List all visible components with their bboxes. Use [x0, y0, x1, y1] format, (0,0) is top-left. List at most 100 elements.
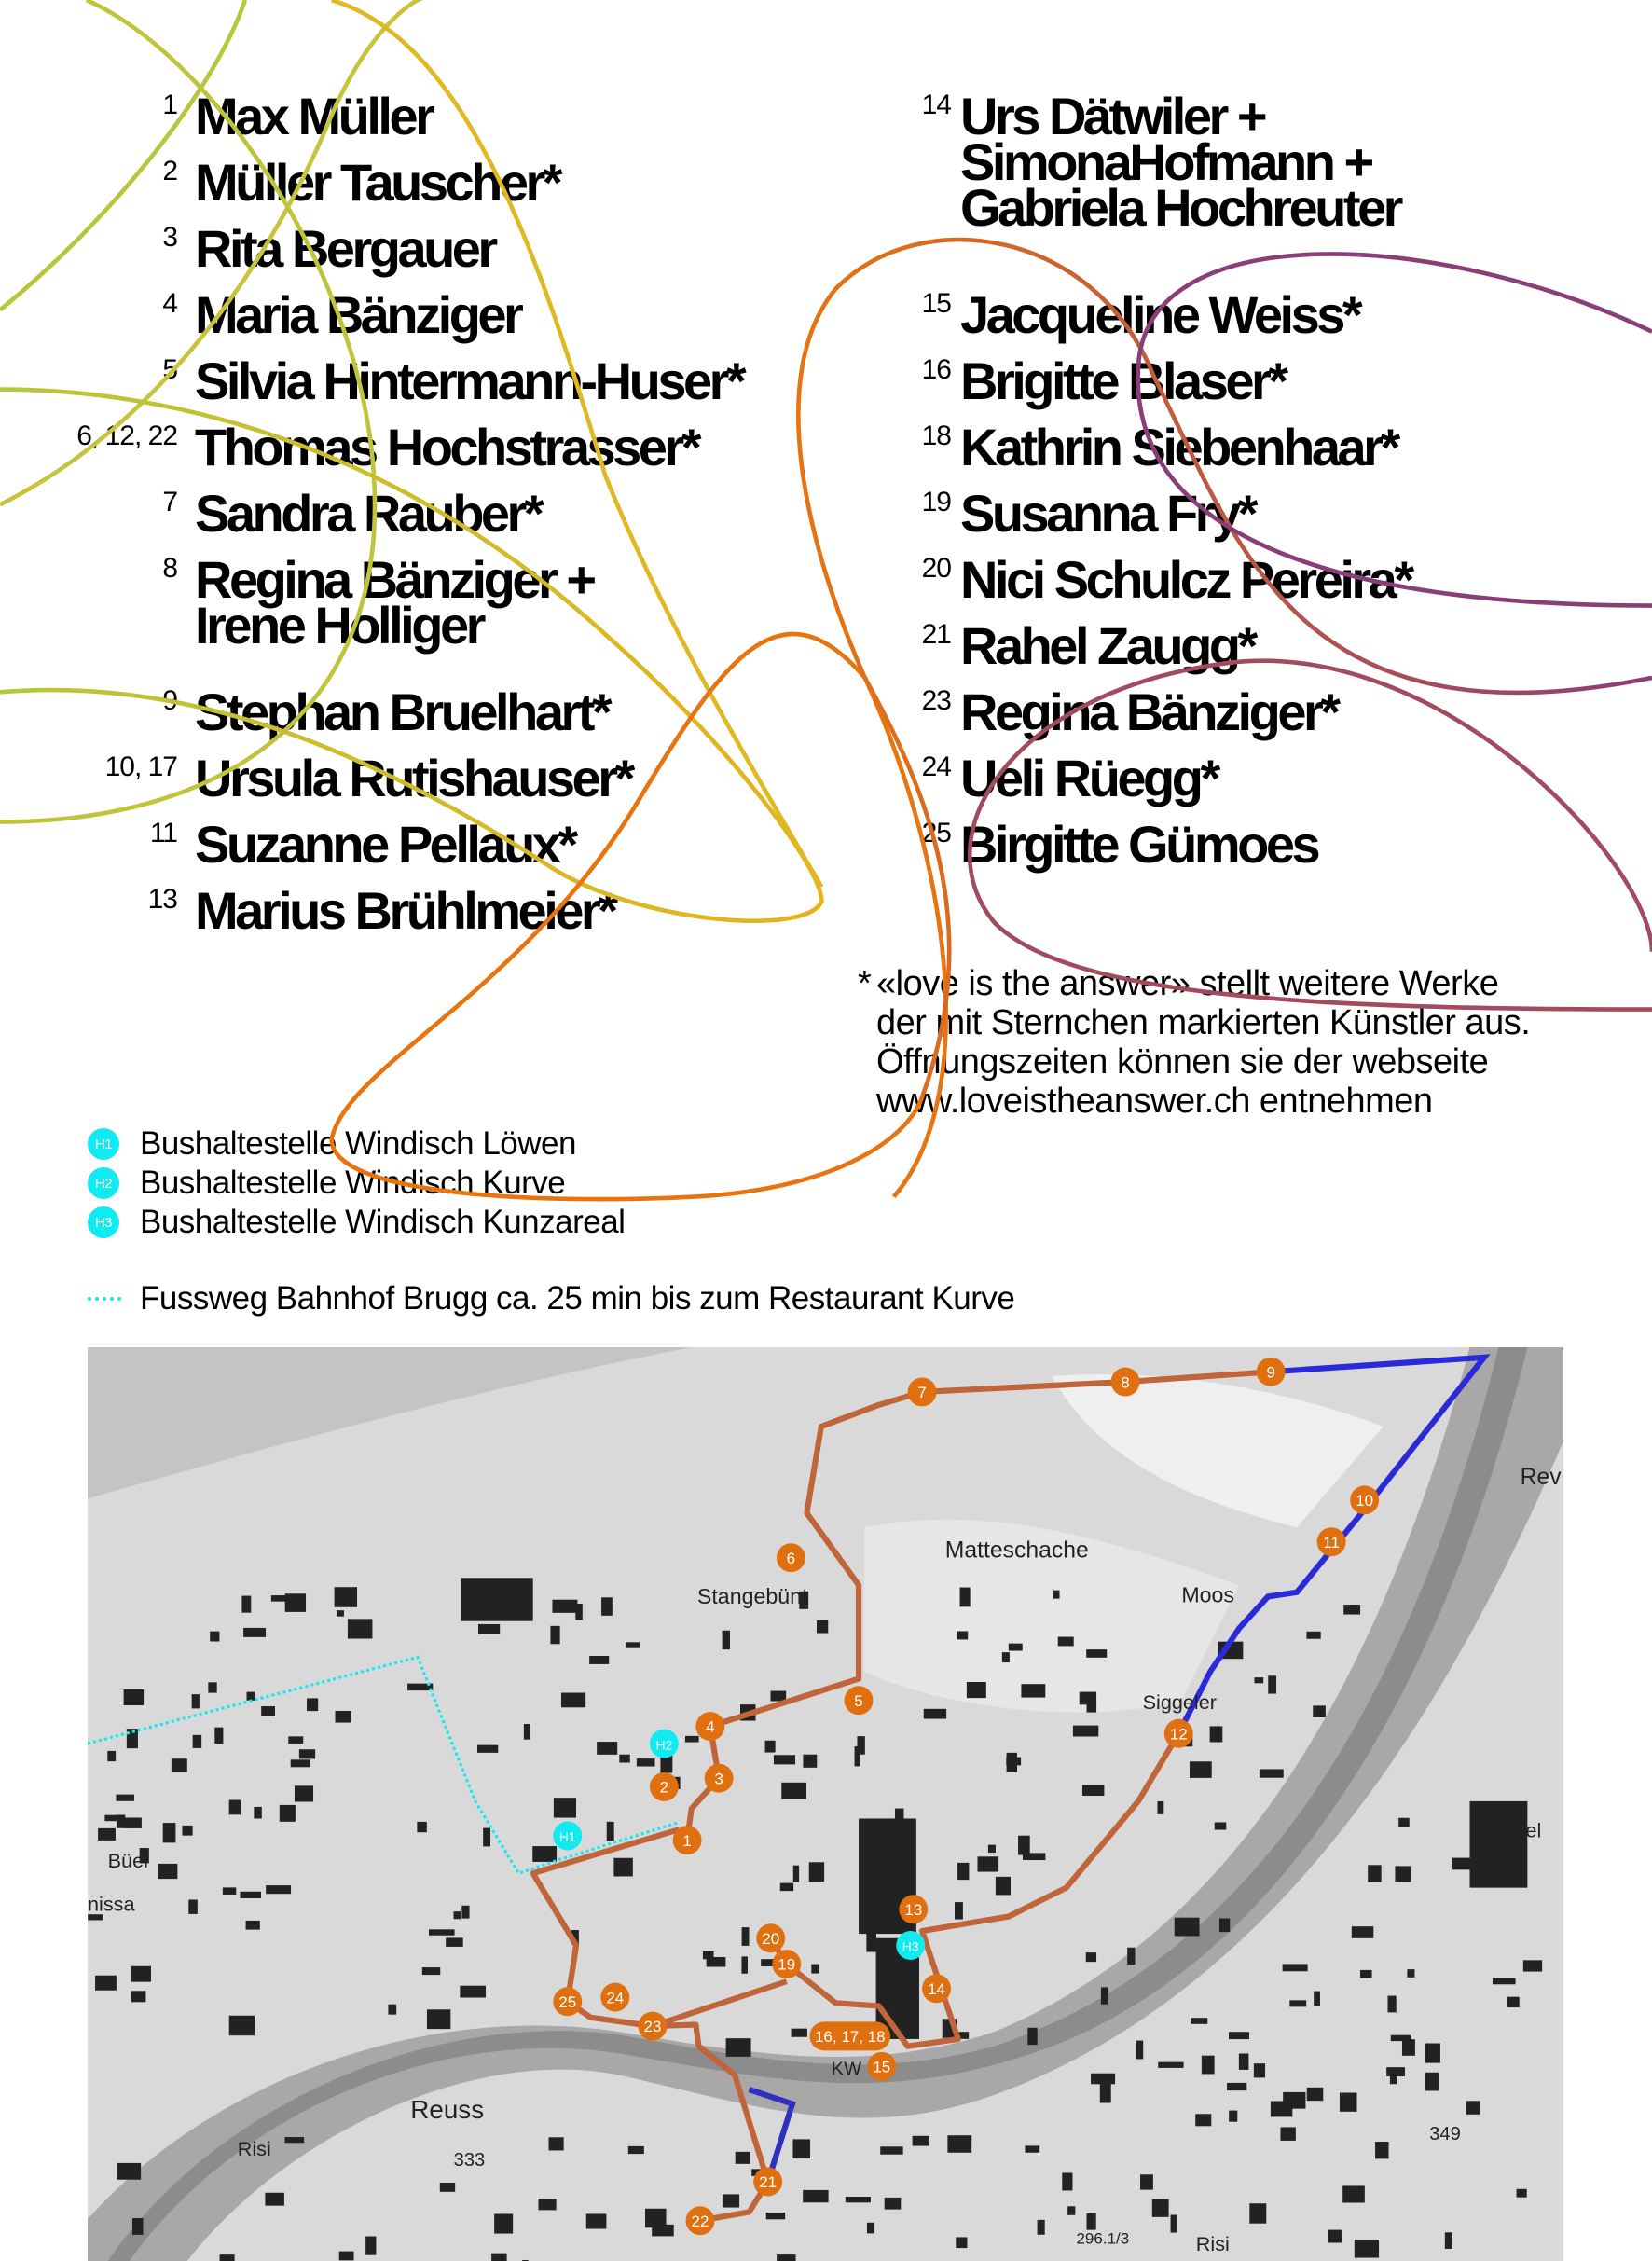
map-place-label: 296.1/3	[1076, 2229, 1129, 2247]
artist-name: Müller Tauscher*	[195, 153, 563, 212]
marker-label: 3	[714, 1770, 723, 1787]
marker-label: 8	[1121, 1373, 1129, 1391]
map-marker-4[interactable]: 4	[695, 1712, 725, 1741]
marker-label: 4	[706, 1718, 714, 1736]
map-marker-18[interactable]: 20	[756, 1923, 786, 1953]
bus-stop-icon: H1	[88, 1128, 119, 1160]
map-marker-9[interactable]: 9	[1256, 1357, 1286, 1386]
legend-label: Fussweg Bahnhof Brugg ca. 25 min bis zum…	[140, 1280, 1015, 1317]
artist-number: 1	[162, 90, 178, 120]
artist-number: 5	[162, 354, 178, 385]
legend-label: Bushaltestelle Windisch Kurve	[140, 1165, 566, 1201]
artist-number: 24	[921, 751, 952, 782]
artist-name: Susanna Fry*	[960, 484, 1258, 543]
artist-name: Jacqueline Weiss*	[960, 285, 1363, 344]
marker-label: 25	[558, 1993, 576, 2011]
marker-label: 15	[873, 2059, 890, 2076]
map-marker-10[interactable]: 10	[1350, 1485, 1380, 1515]
map-marker-7[interactable]: 7	[907, 1377, 937, 1407]
map-marker-20[interactable]: 22	[685, 2206, 715, 2236]
bus-stop-label: H1	[559, 1829, 576, 1844]
map-marker-13[interactable]: 13	[899, 1895, 929, 1924]
footnote-line: Öffnungszeiten können sie der webseite	[876, 1042, 1489, 1082]
map-place-label: KW	[832, 2060, 861, 2080]
bus-stop-icon: H2	[88, 1167, 119, 1199]
bus-stop-icon: H3	[88, 1206, 119, 1238]
map-marker-15[interactable]: 15	[867, 2051, 897, 2081]
bus-stop-h3[interactable]: H3	[896, 1931, 926, 1960]
map-marker-12[interactable]: 12	[1163, 1718, 1193, 1748]
artist-name: Silvia Hintermann-Huser*	[195, 352, 747, 410]
map-place-label: Reuss	[410, 2095, 484, 2124]
map-marker-21[interactable]: 23	[638, 2011, 668, 2041]
artist-name: Marius Brühlmeier*	[195, 881, 618, 940]
marker-label: 6	[787, 1550, 795, 1567]
artist-number: 15	[921, 288, 952, 319]
map-marker-16[interactable]: 16, 17, 18	[809, 2021, 891, 2051]
artist-name: Birgitte Gümoes	[960, 815, 1321, 874]
artist-name: SimonaHofmann +	[960, 132, 1374, 191]
marker-label: 13	[904, 1901, 922, 1919]
artist-name: Suzanne Pellaux*	[195, 815, 578, 874]
artist-name: Kathrin Siebenhaar*	[960, 418, 1400, 476]
map-marker-14[interactable]: 14	[922, 1974, 951, 2004]
artist-number: 21	[921, 619, 952, 650]
map-marker-23[interactable]: 25	[553, 1987, 583, 2017]
artist-name: Max Müller	[195, 87, 435, 145]
marker-label: 23	[644, 2018, 662, 2035]
website-link[interactable]: www.loveistheanswer.ch entnehmen	[876, 1082, 1433, 1121]
map-place-label: Rev	[1521, 1465, 1563, 1490]
artist-name: Sandra Rauber*	[195, 484, 544, 543]
map-marker-22[interactable]: 24	[600, 1982, 630, 2012]
map-place-label: Stangebünt	[697, 1584, 808, 1608]
marker-label: 21	[759, 2173, 777, 2191]
marker-label: 12	[1170, 1725, 1188, 1743]
artist-number: 16	[921, 354, 952, 385]
bus-stop-label: H2	[655, 1737, 672, 1752]
marker-label: 19	[778, 1956, 795, 1974]
artist-number: 6, 12, 22	[76, 420, 178, 451]
artist-number: 14	[921, 90, 952, 120]
footnote-line: «love is the answer» stellt weitere Werk…	[876, 964, 1499, 1003]
artist-name: Rahel Zaugg*	[960, 616, 1258, 675]
bus-stop-h2[interactable]: H2	[649, 1729, 679, 1758]
map-place-label: Büel	[108, 1849, 148, 1872]
map-marker-5[interactable]: 5	[844, 1686, 874, 1716]
artist-number: 9	[162, 685, 178, 716]
marker-label: 7	[917, 1384, 926, 1401]
artist-name: Irene Holliger	[195, 596, 486, 655]
map-marker-8[interactable]: 8	[1110, 1367, 1140, 1397]
marker-label: 16, 17, 18	[815, 2028, 886, 2046]
artist-number: 25	[921, 818, 952, 848]
marker-label: 24	[606, 1989, 624, 2006]
map-marker-1[interactable]: 1	[672, 1826, 702, 1855]
bus-stop-h1[interactable]: H1	[553, 1821, 583, 1851]
artist-name: Brigitte Blaser*	[960, 352, 1288, 410]
artist-number: 7	[162, 487, 178, 517]
artist-name: Urs Dätwiler +	[960, 87, 1268, 145]
artist-number: 18	[921, 420, 952, 451]
artist-name: Nici Schulcz Pereira*	[960, 550, 1414, 609]
map-place-label: Brüel	[1494, 1819, 1541, 1842]
map-marker-3[interactable]: 3	[704, 1763, 734, 1793]
artist-name: Ursula Rutishauser*	[195, 749, 635, 807]
legend-stop-h3: H3 Bushaltestelle Windisch Kunzareal	[88, 1204, 626, 1241]
artist-number: 20	[921, 553, 952, 584]
asterisk: *	[858, 964, 872, 1003]
legend-footpath: Fussweg Bahnhof Brugg ca. 25 min bis zum…	[88, 1280, 1015, 1317]
marker-label: 11	[1323, 1534, 1340, 1551]
map-marker-11[interactable]: 11	[1316, 1527, 1346, 1557]
map-marker-2[interactable]: 2	[649, 1772, 679, 1801]
map-marker-17[interactable]: 19	[772, 1950, 802, 1979]
artist-number: 3	[162, 222, 178, 253]
map-marker-6[interactable]: 6	[776, 1543, 805, 1573]
map-place-label: Siggeler	[1143, 1690, 1217, 1714]
map-place-label: nissa	[88, 1892, 135, 1915]
artist-number: 8	[162, 553, 178, 584]
legend-label: Bushaltestelle Windisch Kunzareal	[140, 1204, 626, 1240]
map-marker-19[interactable]: 21	[753, 2167, 783, 2197]
marker-label: 14	[928, 1980, 945, 1998]
artist-name: Ueli Rüegg*	[960, 749, 1220, 807]
